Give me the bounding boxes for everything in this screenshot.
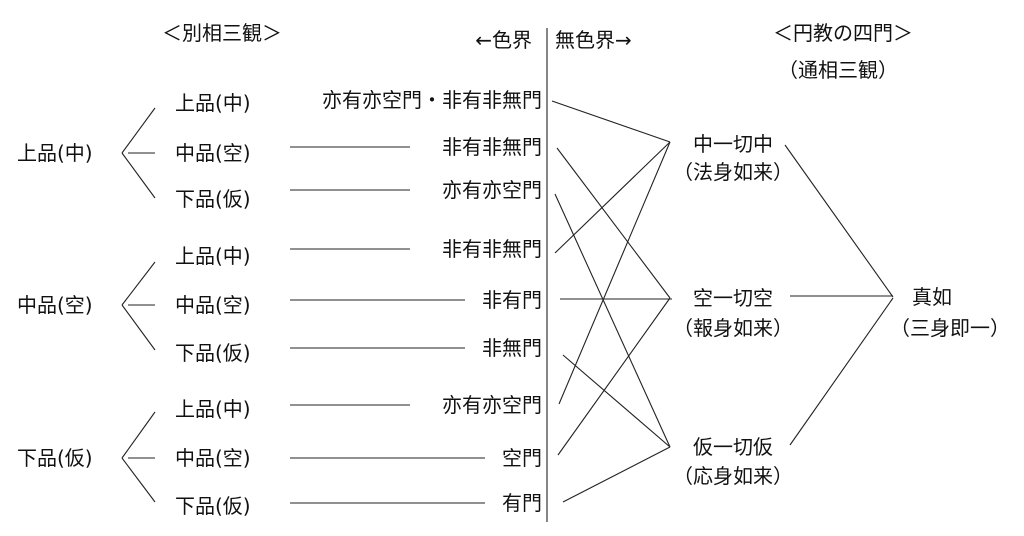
- sub-label: 中品(空): [175, 293, 251, 317]
- group-label: 中品(空): [17, 293, 93, 317]
- gate-label: 亦有亦空門: [442, 178, 542, 202]
- gate-label: 有門: [502, 491, 542, 515]
- gate-truth-line: [554, 141, 671, 254]
- sub-label: 上品(中): [175, 91, 251, 115]
- group-label: 下品(仮): [17, 446, 93, 470]
- gate-label: 非有非無門: [442, 237, 542, 261]
- right-header: ＜円教の四門＞: [773, 21, 913, 45]
- truth-body: （法身如来）: [673, 160, 793, 184]
- sub-label: 上品(中): [175, 397, 251, 421]
- group-label: 上品(中): [17, 141, 93, 165]
- sub-label: 下品(仮): [175, 187, 251, 211]
- left-header: ＜別相三観＞: [162, 21, 282, 45]
- gate-truth-line: [554, 193, 671, 448]
- truth-label: 仮一切仮: [693, 435, 773, 459]
- gate-label: 亦有亦空門・非有非無門: [322, 88, 542, 112]
- sub-label: 上品(中): [175, 244, 251, 268]
- truth-body: （応身如来）: [673, 464, 793, 488]
- right-subheader: （通相三観）: [778, 58, 898, 82]
- gate-truth-line: [556, 147, 671, 299]
- truth-body: （報身如来）: [673, 316, 793, 340]
- gate-label: 非有門: [482, 288, 542, 312]
- gate-label: 非有非無門: [442, 135, 542, 159]
- sub-label: 中品(空): [175, 446, 251, 470]
- branch: [121, 411, 156, 459]
- gate-truth-line: [551, 100, 671, 143]
- branch: [121, 457, 156, 503]
- color-realm-label: ←色界: [475, 28, 532, 52]
- sub-label: 中品(空): [175, 141, 251, 165]
- sub-label: 下品(仮): [175, 341, 251, 365]
- gate-label: 亦有亦空門: [442, 393, 542, 417]
- final-sub: （三身即一）: [890, 316, 1010, 340]
- formless-realm-label: 無色界→: [555, 28, 632, 52]
- gate-truth-line: [558, 141, 671, 405]
- final-label: 真如: [912, 285, 952, 309]
- branch: [121, 107, 156, 154]
- gate-truth-line: [562, 446, 671, 503]
- gate-label: 空門: [502, 446, 542, 470]
- truth-label: 中一切中: [693, 132, 773, 156]
- branch: [121, 304, 156, 351]
- truth-final-line: [784, 144, 894, 298]
- truth-label: 空一切空: [693, 286, 773, 310]
- gate-truth-line: [557, 297, 671, 456]
- branch: [121, 261, 156, 306]
- sub-label: 下品(仮): [175, 494, 251, 518]
- gate-truth-line: [562, 354, 671, 448]
- branch: [121, 152, 156, 199]
- truth-final-line: [789, 297, 894, 446]
- gate-label: 非無門: [482, 336, 542, 360]
